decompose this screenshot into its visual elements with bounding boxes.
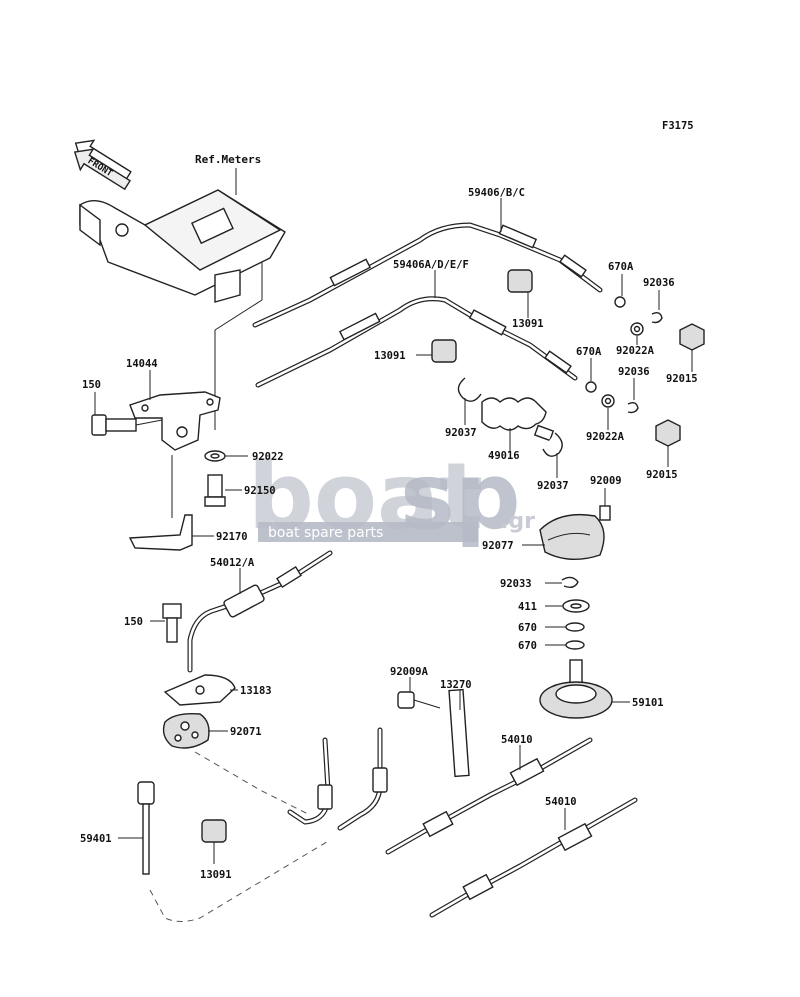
part-label[interactable]: 54010	[545, 796, 577, 808]
part-label[interactable]: 92036	[618, 366, 650, 378]
circlip-92033	[561, 576, 579, 589]
part-label[interactable]: 92015	[666, 373, 698, 385]
part-label[interactable]: 411	[518, 601, 537, 613]
meter-mount-bracket	[79, 189, 286, 303]
part-label[interactable]: 92037	[445, 427, 477, 439]
part-label[interactable]: 670A	[608, 261, 634, 273]
screw-92009	[599, 505, 611, 521]
plunger-59401	[137, 781, 155, 875]
part-label[interactable]: 92022	[252, 451, 284, 463]
part-label[interactable]: 92022A	[616, 345, 655, 357]
watermark-tagline: boat spare parts	[268, 525, 383, 541]
part-label[interactable]: 150	[124, 616, 143, 628]
bolt-92009a	[397, 691, 441, 709]
part-label[interactable]: 150	[82, 379, 101, 391]
nut-92015-top	[679, 323, 705, 351]
part-label[interactable]: 670	[518, 640, 537, 652]
clamp-92037-bottom	[542, 432, 563, 457]
part-label[interactable]: 92037	[537, 480, 569, 492]
choke-cable-route-b	[337, 727, 388, 831]
part-label[interactable]: 92009A	[390, 666, 429, 678]
bracket-14044	[129, 391, 221, 451]
part-label[interactable]: 59101	[632, 697, 664, 709]
boatsp-watermark: boat sp .gr boat spare parts	[248, 443, 535, 550]
throttle-cable-59406a-d-e-f	[255, 296, 578, 388]
part-label[interactable]: 54012/A	[210, 557, 255, 569]
part-label[interactable]: 14044	[126, 358, 158, 370]
part-label[interactable]: 92022A	[586, 431, 625, 443]
clip-13091-bottom	[201, 819, 227, 843]
knob-92077	[539, 513, 605, 560]
figure-code: F3175	[662, 120, 694, 132]
part-labels: 59406/B/C 59406A/D/E/F 670A 92036 13091 …	[80, 187, 698, 881]
bolt-150-top	[91, 414, 137, 436]
base-59101	[539, 659, 613, 719]
front-arrow-icon: FRONT	[73, 139, 132, 191]
watermark-tld: .gr	[500, 509, 535, 534]
part-label[interactable]: 13183	[240, 685, 272, 697]
part-label[interactable]: 13091	[512, 318, 544, 330]
cable-54010-upper	[385, 737, 593, 855]
clip-13091-top	[507, 269, 533, 293]
part-label[interactable]: 59401	[80, 833, 112, 845]
part-label[interactable]: 92170	[216, 531, 248, 543]
boot-49016	[481, 397, 555, 442]
part-label[interactable]: 92015	[646, 469, 678, 481]
part-label[interactable]: 13270	[440, 679, 472, 691]
choke-cable-54012-a	[187, 550, 333, 673]
part-label[interactable]: 59406A/D/E/F	[393, 259, 469, 271]
part-label[interactable]: 49016	[488, 450, 520, 462]
grommet-92071	[162, 712, 210, 749]
part-label[interactable]: 92071	[230, 726, 262, 738]
part-label[interactable]: 13091	[200, 869, 232, 881]
part-label[interactable]: 670A	[576, 346, 602, 358]
part-label[interactable]: 670	[518, 622, 537, 634]
part-label[interactable]: 92150	[244, 485, 276, 497]
bracket-13270	[448, 688, 470, 778]
part-label[interactable]: 92009	[590, 475, 622, 487]
bolt-92150	[204, 474, 226, 507]
bracket-92170	[128, 514, 193, 551]
part-label[interactable]: 59406/B/C	[468, 187, 525, 199]
clamp-92037-top	[457, 377, 482, 402]
part-label[interactable]: 92077	[482, 540, 514, 552]
ref-meters-label: Ref.Meters	[195, 153, 261, 166]
part-label[interactable]: 13091	[374, 350, 406, 362]
clip-13091-mid	[431, 339, 457, 363]
nut-92015-bottom	[655, 419, 681, 447]
part-label[interactable]: 54010	[501, 734, 533, 746]
cable-54010-lower	[429, 797, 638, 918]
throttle-cable-59406-b-c	[252, 222, 603, 328]
choke-cable-route-a	[287, 737, 333, 825]
bolt-150-bottom	[162, 603, 182, 643]
part-label[interactable]: 92033	[500, 578, 532, 590]
part-label[interactable]: 92036	[643, 277, 675, 289]
